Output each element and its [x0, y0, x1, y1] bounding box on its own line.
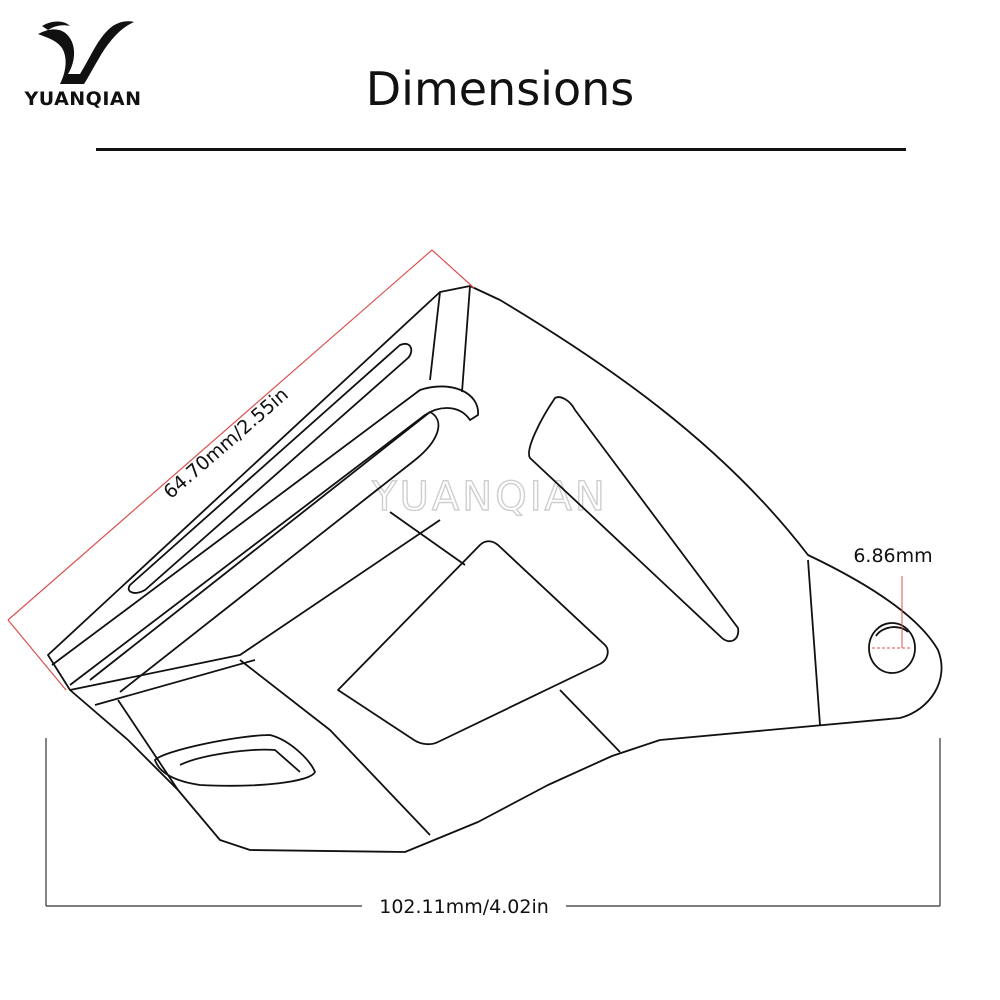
hole-dimension — [872, 576, 912, 649]
watermark-text: YUANQIAN — [371, 474, 608, 520]
part-body-outline — [47, 285, 943, 853]
part-lower-band — [69, 519, 441, 691]
diagonal-extension-left — [7, 619, 67, 691]
part-slot-lower — [154, 734, 316, 787]
diagonal-dimension — [7, 249, 475, 691]
part-ridge-upper — [51, 385, 479, 686]
part-ridge-lower — [89, 411, 440, 693]
width-dimension-label: 102.11mm/4.02in — [379, 896, 549, 918]
part-tab-line — [807, 559, 821, 726]
mounting-hole-inner — [875, 626, 909, 637]
part-top-edge — [429, 291, 441, 381]
part-outline — [47, 285, 943, 853]
width-dimension — [45, 738, 941, 907]
part-slot-right — [528, 396, 740, 642]
page-title: Dimensions — [365, 62, 635, 116]
diagonal-dimension-label: 64.70mm/2.55in — [159, 384, 292, 504]
part-lower-band-2 — [94, 659, 256, 706]
part-lower-crease-2 — [559, 689, 621, 753]
yuanqian-logo-icon — [38, 21, 134, 84]
part-center-crease — [389, 511, 466, 566]
mounting-hole — [868, 622, 916, 674]
part-top-edge-2 — [461, 285, 471, 393]
hole-dimension-label: 6.86mm — [853, 545, 932, 567]
part-slot-lower-inner — [179, 748, 301, 773]
part-window-center — [337, 540, 609, 746]
diagonal-extension-right — [431, 249, 475, 289]
diagonal-dimension-line — [7, 249, 433, 621]
brand-name: YUANQIAN — [24, 88, 142, 110]
brand-logo: YUANQIAN — [8, 12, 158, 110]
title-divider — [96, 148, 906, 151]
part-lower-crease-1 — [239, 659, 431, 836]
part-slot-top — [127, 342, 413, 594]
